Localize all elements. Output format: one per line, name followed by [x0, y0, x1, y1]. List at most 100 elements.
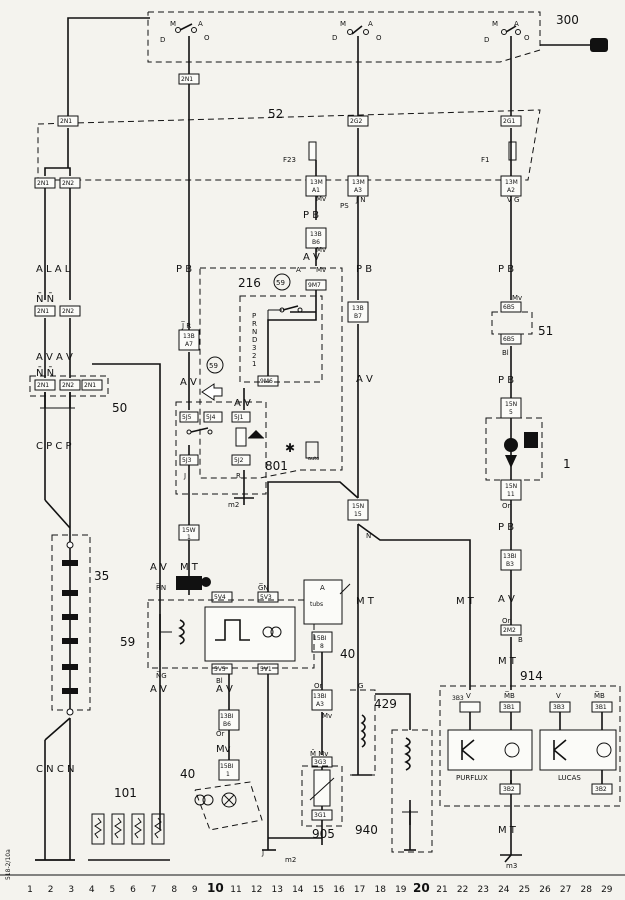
svg-text:PS: PS — [340, 202, 349, 210]
svg-text:5J1: 5J1 — [234, 414, 244, 421]
svg-text:2N1: 2N1 — [37, 308, 49, 315]
svg-text:M: M — [340, 20, 346, 28]
svg-text:11: 11 — [507, 491, 515, 498]
grid-number-27: 27 — [560, 885, 571, 895]
svg-text:A: A — [296, 266, 301, 274]
svg-text:M: M — [170, 20, 176, 28]
svg-text:F1: F1 — [481, 156, 489, 164]
grid-number-25: 25 — [519, 885, 530, 895]
auto-lamp-icon: auto — [305, 441, 319, 462]
key-icon — [540, 38, 608, 52]
svg-text:A V: A V — [150, 684, 167, 695]
svg-text:15W: 15W — [182, 527, 196, 534]
grid-number-15: 15 — [313, 885, 324, 895]
wires — [35, 17, 522, 863]
grid-number-22: 22 — [457, 885, 468, 895]
svg-text:914: 914 — [520, 669, 543, 683]
svg-text:O: O — [376, 34, 382, 42]
fuse-box-52: 52 F23 F1 — [37, 107, 541, 181]
svg-text:M T: M T — [456, 596, 475, 607]
svg-text:35: 35 — [94, 569, 109, 583]
svg-text:V: V — [556, 692, 561, 700]
svg-text:N: N — [366, 532, 371, 540]
svg-text:M T: M T — [498, 825, 517, 836]
svg-text:A V: A V — [180, 377, 197, 388]
grid-number-11: 11 — [230, 885, 241, 895]
lambda-sensor: A tubs 40 — [303, 579, 355, 661]
svg-text:A V: A V — [150, 562, 167, 573]
svg-text:5J2: 5J2 — [234, 457, 244, 464]
svg-text:M̅B: M̅B — [594, 691, 605, 700]
svg-text:1: 1 — [187, 534, 191, 541]
svg-text:A V: A V — [216, 684, 233, 695]
svg-text:2N1: 2N1 — [181, 76, 193, 83]
box-51: 51 — [491, 311, 553, 338]
svg-text:5V5: 5V5 — [214, 666, 226, 673]
svg-text:3G1: 3G1 — [314, 812, 326, 819]
heaters-101: 101 — [88, 786, 170, 861]
svg-text:2G1: 2G1 — [503, 118, 515, 125]
light-icon: ✱ — [285, 441, 295, 455]
svg-text:B7: B7 — [354, 313, 362, 320]
svg-text:59: 59 — [209, 362, 218, 370]
grid-number-2: 2 — [48, 885, 54, 895]
battery-35: 35 — [51, 534, 109, 716]
svg-text:A V: A V — [303, 252, 320, 263]
svg-text:1: 1 — [226, 771, 230, 778]
svg-text:N̄ N̄: N̄ N̄ — [36, 292, 54, 305]
svg-text:2M2: 2M2 — [503, 627, 516, 634]
brand-purflux: PURFLUX — [456, 774, 488, 782]
svg-text:6B5: 6B5 — [503, 336, 515, 343]
svg-text:5J3: 5J3 — [182, 457, 192, 464]
svg-text:59: 59 — [276, 279, 285, 287]
svg-text:429: 429 — [374, 697, 397, 711]
svg-text:M T: M T — [356, 596, 375, 607]
svg-text:V G: V G — [507, 196, 519, 204]
svg-text:M T: M T — [498, 656, 517, 667]
svg-text:D: D — [484, 36, 489, 44]
svg-text:2G2: 2G2 — [350, 118, 362, 125]
svg-text:Or: Or — [314, 682, 323, 690]
svg-text:40: 40 — [340, 647, 355, 661]
svg-text:3G3: 3G3 — [314, 759, 326, 766]
svg-text:2N1: 2N1 — [37, 382, 49, 389]
svg-text:B6: B6 — [312, 239, 320, 246]
svg-text:B: B — [518, 636, 523, 644]
grid-number-10: 10 — [207, 881, 224, 895]
svg-text:A3: A3 — [354, 187, 362, 194]
svg-text:auto: auto — [308, 456, 319, 462]
svg-text:Or: Or — [502, 502, 511, 510]
gear-r: R — [252, 320, 257, 328]
svg-text:O: O — [204, 34, 210, 42]
svg-text:R: R — [236, 472, 241, 480]
svg-text:13M: 13M — [505, 179, 518, 186]
grid-number-1: 1 — [27, 885, 33, 895]
gear-p: P — [252, 312, 256, 320]
svg-text:M T: M T — [180, 562, 199, 573]
grid-number-18: 18 — [374, 885, 386, 895]
module-59: 59 — [120, 576, 315, 669]
grid-number-26: 26 — [539, 885, 551, 895]
svg-text:N̄ N̄: N̄ N̄ — [36, 366, 54, 379]
grid-number-19: 19 — [395, 885, 407, 895]
svg-text:A2: A2 — [507, 187, 515, 194]
svg-text:B3: B3 — [506, 561, 514, 568]
svg-text:V: V — [466, 692, 471, 700]
grid-number-9: 9 — [192, 885, 198, 895]
svg-text:5: 5 — [509, 409, 513, 416]
svg-text:A7: A7 — [185, 341, 193, 348]
grid-number-6: 6 — [130, 885, 136, 895]
svg-text:101: 101 — [114, 786, 137, 800]
svg-text:13B: 13B — [352, 305, 364, 312]
svg-text:3B2: 3B2 — [503, 786, 515, 793]
svg-text:3B3: 3B3 — [553, 704, 565, 711]
svg-text:A: A — [198, 20, 203, 28]
svg-text:m2: m2 — [228, 501, 239, 509]
svg-text:15N: 15N — [352, 503, 364, 510]
svg-text:801: 801 — [265, 459, 288, 473]
grid-number-20: 20 — [413, 881, 430, 895]
svg-text:A V: A V — [356, 374, 373, 385]
svg-text:5V4: 5V4 — [214, 594, 226, 601]
svg-text:13B: 13B — [310, 231, 322, 238]
